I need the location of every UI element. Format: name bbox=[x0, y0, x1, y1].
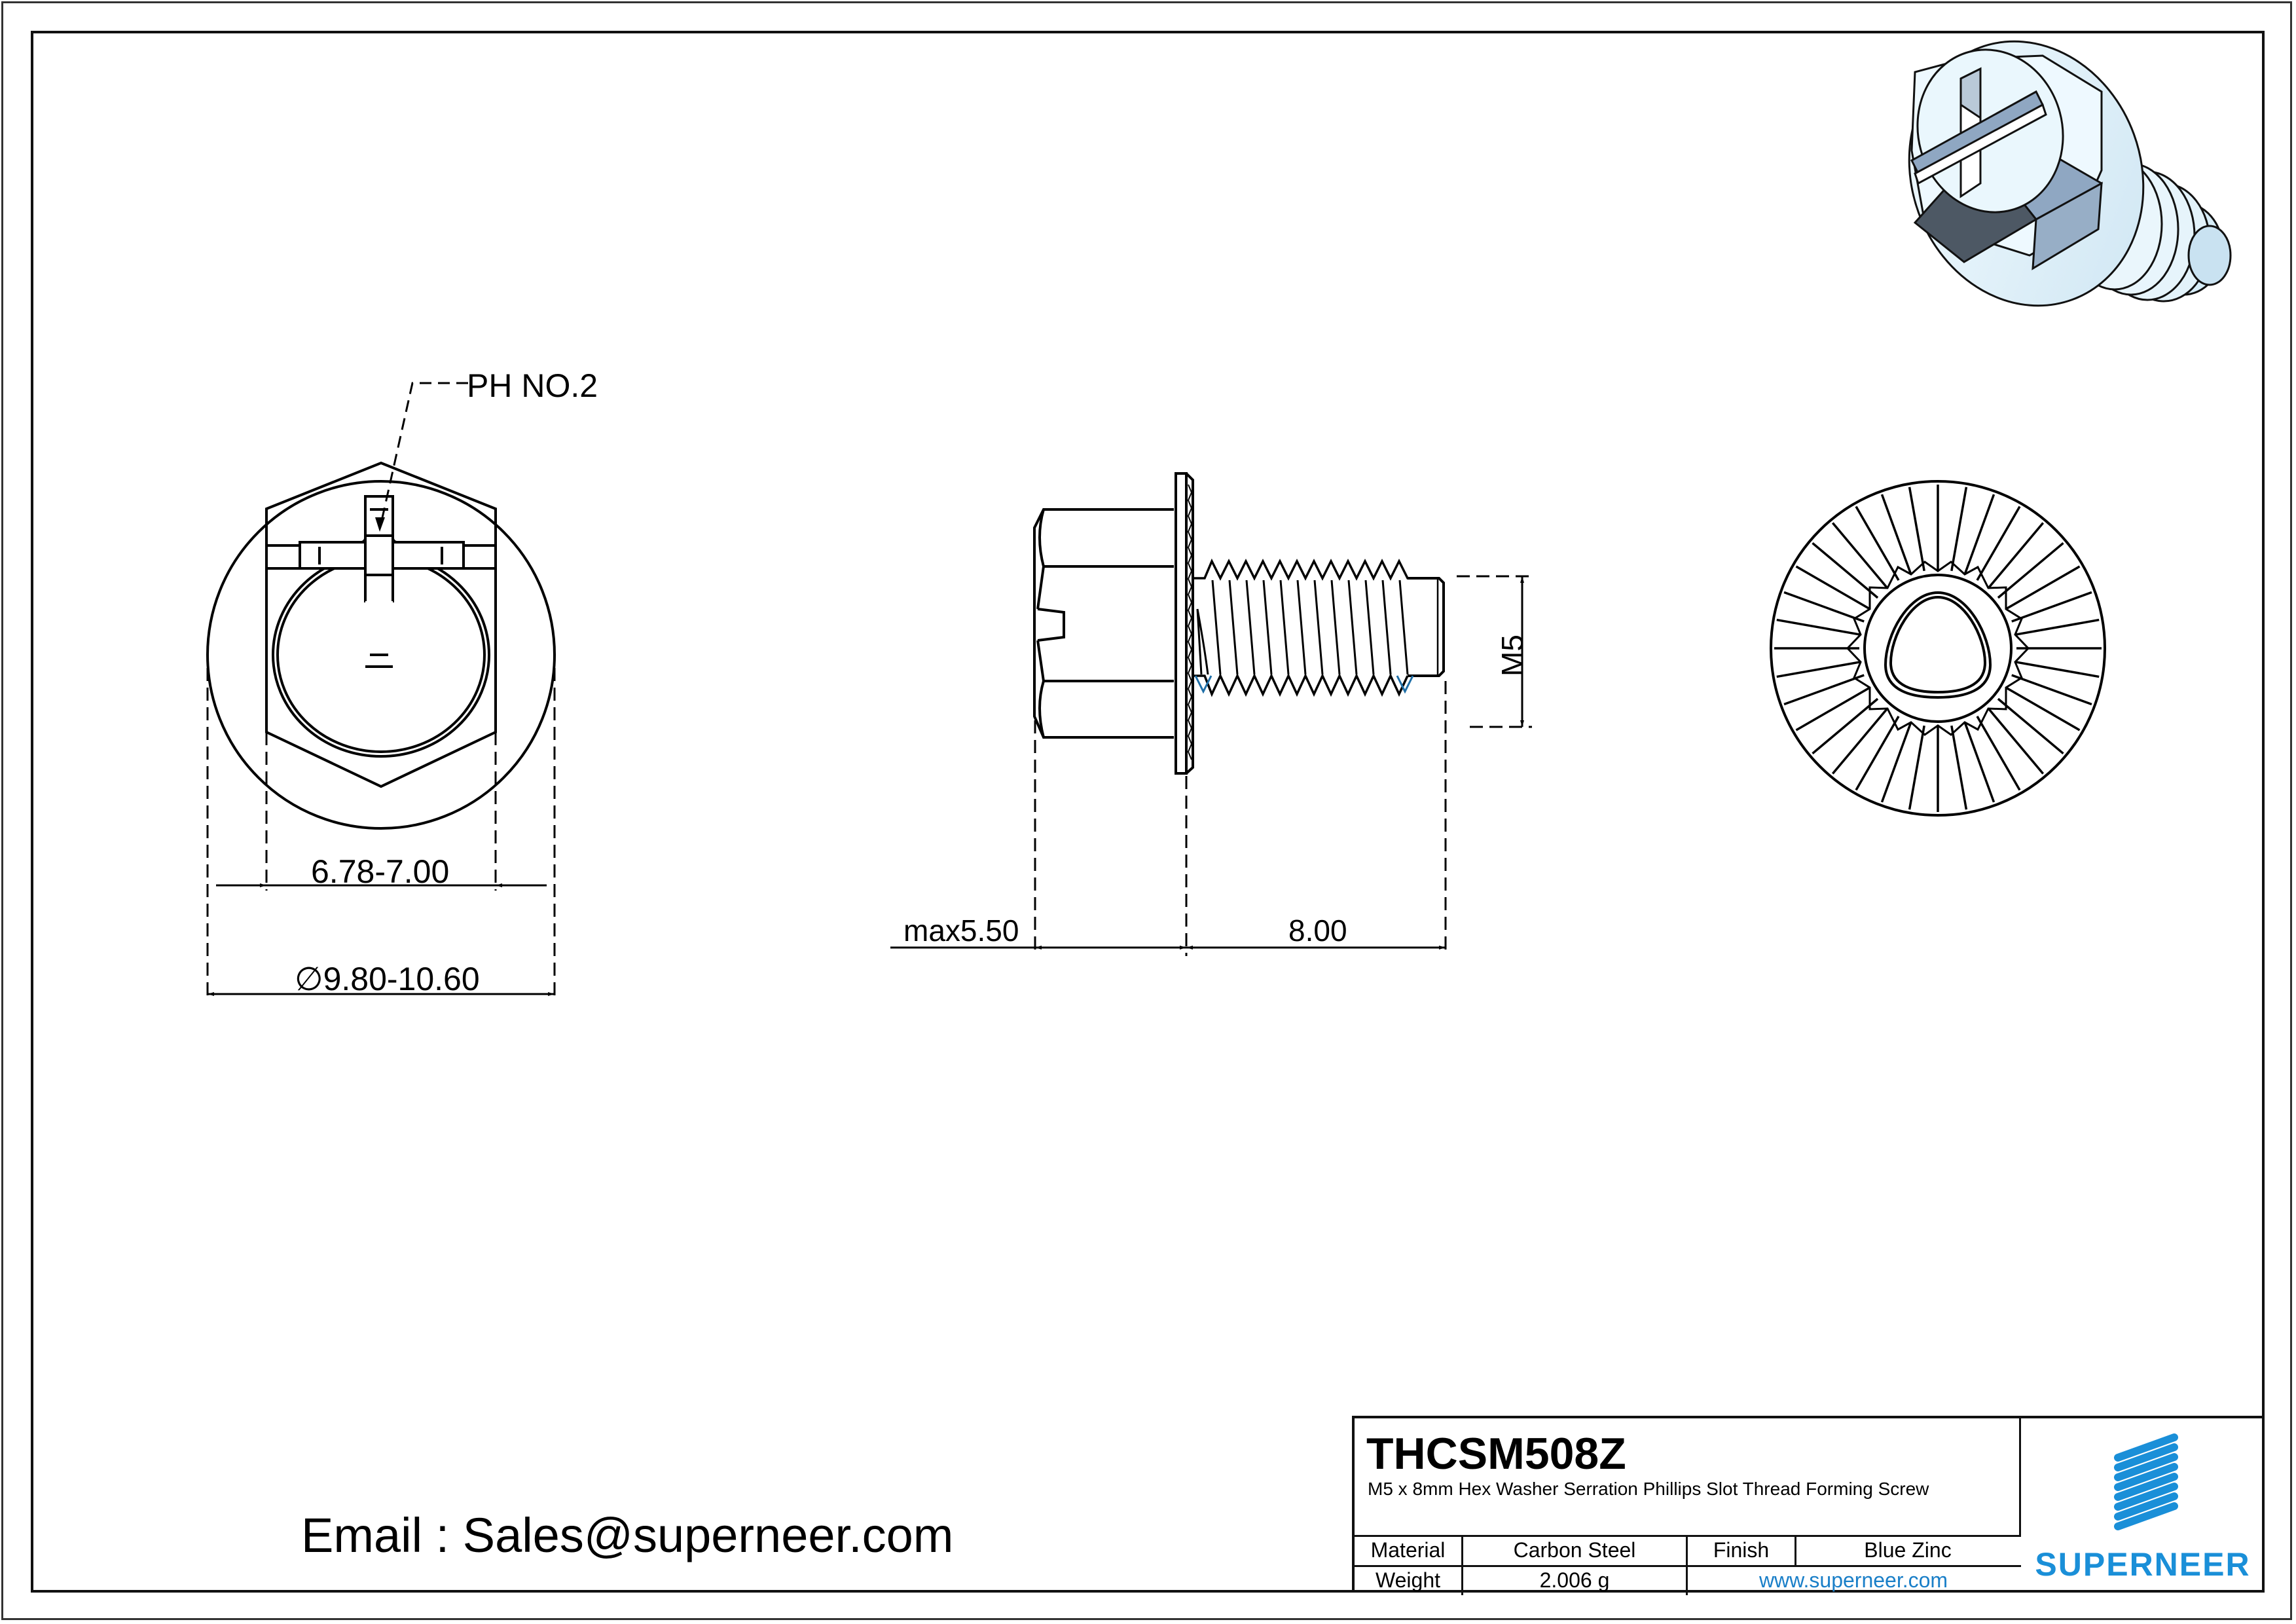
brand-name: SUPERNEER bbox=[2035, 1546, 2251, 1583]
title-block-row-weight: Weight 2.006 g www.superneer.com bbox=[1355, 1565, 2021, 1595]
washer-outline bbox=[206, 480, 556, 830]
title-block: THCSM508Z M5 x 8mm Hex Washer Serration … bbox=[1352, 1416, 2265, 1595]
weight-value: 2.006 g bbox=[1463, 1567, 1688, 1595]
trilobular-thread-outer bbox=[1884, 591, 1992, 699]
part-number: THCSM508Z bbox=[1366, 1429, 1626, 1479]
dim-washer-diameter-value: 9.80-10.60 bbox=[323, 961, 480, 997]
dim-washer-diameter: ∅9.80-10.60 bbox=[295, 963, 480, 995]
slot-side bbox=[1037, 608, 1065, 642]
hex-head-side bbox=[1033, 508, 1174, 739]
serration-lines bbox=[1774, 485, 2102, 812]
dim-length: 8.00 bbox=[1288, 913, 1347, 948]
dim-thread-size: M5 bbox=[1495, 635, 1529, 676]
side-view bbox=[1033, 472, 1445, 775]
website-link[interactable]: www.superneer.com bbox=[1758, 1568, 1948, 1592]
washer-flange bbox=[1175, 472, 1188, 775]
top-view-dimensions bbox=[208, 883, 555, 996]
part-description: M5 x 8mm Hex Washer Serration Phillips S… bbox=[1368, 1479, 1929, 1499]
dim-across-flats: 6.78-7.00 bbox=[311, 853, 450, 890]
contact-email: Email : Sales@superneer.com bbox=[301, 1508, 954, 1562]
serration-inner-zigzag bbox=[1846, 561, 2030, 736]
thread-accent bbox=[1194, 675, 1414, 694]
dim-head-height: max5.50 bbox=[903, 913, 1019, 948]
recess-leader bbox=[380, 382, 468, 521]
thread-tip bbox=[1408, 577, 1445, 677]
side-view-dimensions bbox=[890, 576, 1524, 950]
finish-label: Finish bbox=[1688, 1537, 1796, 1565]
thread-profile bbox=[1193, 558, 1414, 581]
top-view-extension-lines bbox=[206, 668, 556, 1002]
iso-render-icon bbox=[1908, 40, 2232, 307]
bottom-view bbox=[1770, 480, 2106, 817]
leader-arrow-icon bbox=[375, 517, 385, 532]
recess-label: PH NO.2 bbox=[467, 367, 598, 404]
material-label: Material bbox=[1355, 1537, 1463, 1565]
title-block-row-material: Material Carbon Steel Finish Blue Zinc bbox=[1355, 1535, 2021, 1565]
washer-serration-outline bbox=[1770, 480, 2106, 817]
material-value: Carbon Steel bbox=[1463, 1537, 1688, 1565]
trilobular-thread-inner bbox=[1889, 595, 1987, 694]
weight-label: Weight bbox=[1355, 1567, 1463, 1595]
sheet-inner-border bbox=[31, 31, 2265, 1593]
title-block-main: THCSM508Z M5 x 8mm Hex Washer Serration … bbox=[1355, 1418, 2021, 1536]
diameter-symbol-icon: ∅ bbox=[295, 961, 323, 997]
brand-logo: SUPERNEER bbox=[2021, 1418, 2265, 1593]
side-view-extension-lines bbox=[1034, 575, 1532, 956]
finish-value: Blue Zinc bbox=[1864, 1538, 1952, 1562]
superneer-stripes-logo-icon bbox=[2114, 1433, 2178, 1530]
